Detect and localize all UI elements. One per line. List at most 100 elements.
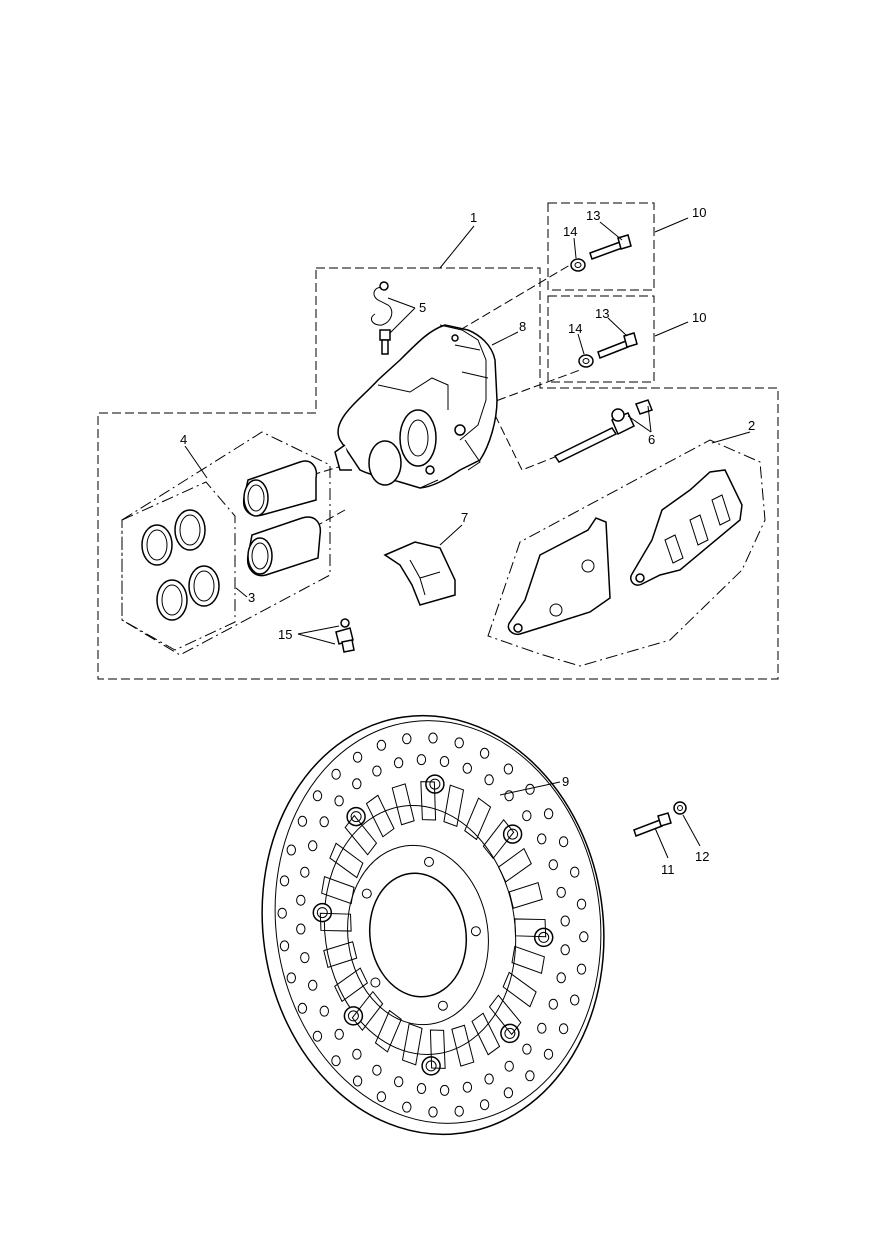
bleed-nipple-part — [371, 281, 393, 355]
callout-10-lower: 10 — [692, 310, 706, 325]
disc-hole — [454, 737, 464, 749]
disc-hole — [334, 795, 344, 807]
caliper-assembly-outline — [97, 267, 779, 680]
disc-hole — [570, 866, 580, 878]
brake-pad-kit-outline — [487, 439, 766, 667]
disc-hole — [479, 747, 490, 759]
disc-hole — [579, 931, 589, 943]
seal-rings-part — [141, 509, 220, 621]
disc-slot — [471, 1012, 501, 1056]
disc-mount-hole — [370, 977, 381, 988]
disc-slot — [451, 1024, 475, 1067]
disc-hole — [548, 859, 558, 871]
disc-hole — [393, 757, 404, 769]
disc-hole — [286, 844, 296, 856]
disc-hole — [576, 898, 587, 910]
disc-nut-part — [673, 801, 687, 815]
disc-hole — [372, 1064, 382, 1076]
disc-mount-hole — [437, 1000, 448, 1011]
disc-hole — [543, 1048, 554, 1060]
disc-hole — [279, 875, 290, 887]
disc-rivet-inner — [507, 828, 519, 840]
disc-hole — [352, 751, 363, 763]
callout-11: 11 — [661, 862, 675, 877]
disc-hole — [296, 894, 306, 906]
piston-lower-part — [246, 516, 322, 577]
piston-upper-part — [242, 460, 318, 517]
disc-hole — [296, 923, 306, 935]
disc-hole — [372, 765, 382, 777]
disc-hole — [504, 790, 514, 802]
disc-hole — [308, 979, 318, 991]
callout-15: 15 — [278, 627, 292, 642]
disc-hole — [503, 1087, 514, 1099]
bolt-lower-part — [578, 332, 638, 368]
disc-hole — [576, 963, 587, 975]
disc-slot — [482, 818, 515, 860]
disc-rivet-inner — [350, 811, 362, 823]
disc-hole — [376, 739, 387, 751]
pad-spring-part — [383, 541, 456, 606]
disc-hole — [428, 1106, 438, 1118]
disc-bolt-part — [633, 812, 672, 837]
bolt-kit-box-lower — [547, 295, 655, 383]
disc-hole — [537, 833, 547, 845]
disc-mount-hole — [470, 926, 481, 937]
disc-hole — [525, 1070, 535, 1082]
callout-6: 6 — [648, 432, 655, 447]
disc-hole — [319, 1005, 329, 1017]
disc-slot — [321, 875, 355, 905]
disc-hole — [402, 733, 412, 745]
callout-13-lower: 13 — [595, 306, 609, 321]
callout-10-upper: 10 — [692, 205, 706, 220]
pad-pin-part — [553, 399, 653, 463]
disc-hole — [439, 756, 450, 767]
disc-rivet-inner — [538, 931, 550, 943]
disc-hole — [312, 790, 323, 802]
disc-hole — [334, 1028, 344, 1040]
disc-hole — [319, 816, 329, 828]
callout-4: 4 — [180, 432, 187, 447]
disc-hole — [376, 1091, 387, 1103]
callout-7: 7 — [461, 510, 468, 525]
disc-hole — [297, 1002, 308, 1014]
disc-hole — [454, 1105, 464, 1117]
disc-hole — [428, 732, 438, 744]
disc-hole — [484, 774, 494, 786]
disc-hole — [543, 808, 554, 820]
disc-rivet — [500, 1023, 520, 1044]
disc-hole — [479, 1099, 490, 1111]
disc-slot — [502, 971, 537, 1008]
disc-hole — [277, 907, 287, 919]
piston-kit-outline — [121, 481, 236, 651]
disc-slot — [420, 781, 437, 821]
disc-hole — [504, 1060, 514, 1072]
disc-hole — [522, 1043, 532, 1055]
callout-14-upper: 14 — [563, 224, 577, 239]
disc-hole — [503, 763, 514, 775]
disc-slot — [511, 945, 545, 975]
disc-hole — [537, 1022, 547, 1034]
brake-pad-left-part — [507, 517, 611, 636]
disc-rivet — [533, 927, 554, 948]
screws-part — [335, 618, 355, 653]
disc-slot — [508, 881, 543, 909]
disc-hole — [462, 1081, 473, 1093]
disc-slot — [464, 797, 492, 841]
bolt-upper-part — [570, 234, 632, 272]
disc-hole — [570, 994, 580, 1006]
disc-hole — [331, 1055, 341, 1067]
disc-hole — [556, 972, 566, 984]
disc-slot — [374, 1009, 402, 1053]
callout-2: 2 — [748, 418, 755, 433]
leader-lines — [184, 217, 751, 859]
disc-rivet — [312, 902, 333, 923]
disc-mount-hole — [424, 856, 434, 867]
caliper-body-part — [334, 324, 498, 489]
disc-hole — [556, 886, 566, 898]
disc-rivet-inner — [347, 1010, 359, 1022]
leader-caliper-to-bolt-upper — [459, 261, 576, 331]
disc-hole — [394, 1076, 404, 1088]
disc-slot — [514, 918, 547, 938]
disc-hole — [352, 778, 362, 790]
